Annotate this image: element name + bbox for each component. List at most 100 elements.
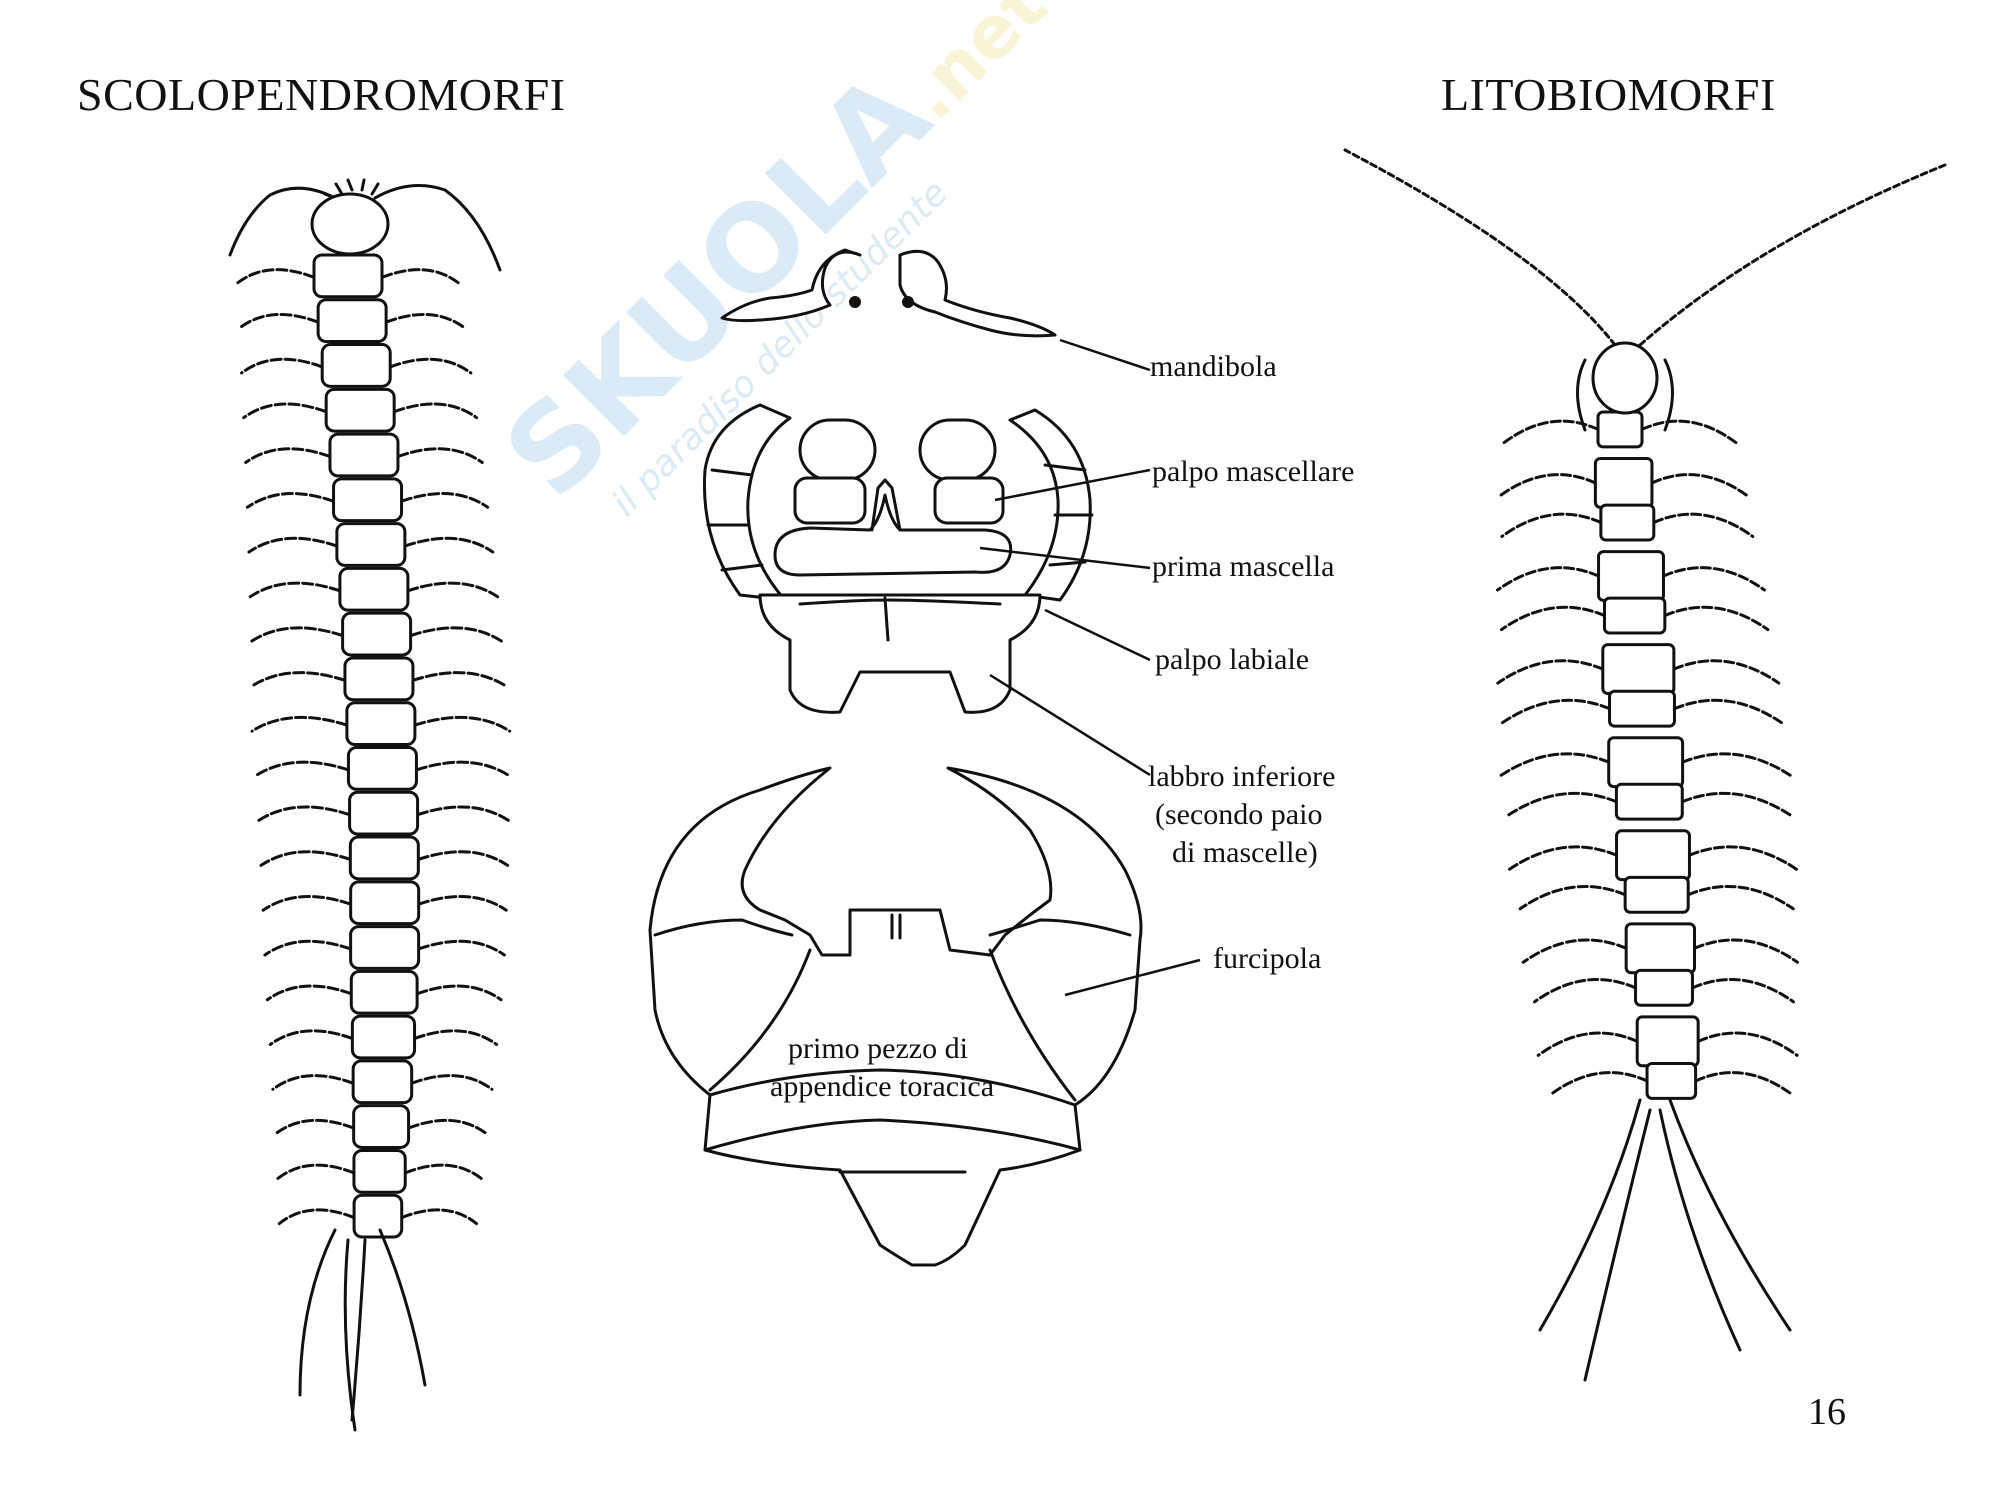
scolo-leg [402,494,488,508]
lito-segment [1595,459,1652,508]
palpo-labiale-right [1010,410,1090,600]
scolo-leg [244,404,326,418]
scolo-leg [415,1031,497,1045]
lito-leg [1642,421,1737,443]
scolo-leg [237,270,314,284]
lito-leg [1682,793,1791,815]
lithobiomorph-illustration [1345,150,1945,1380]
palpo-mascellare-right-lower [935,478,1003,523]
label-labbro-inferiore-3: di mascelle) [1172,834,1318,872]
scolo-leg [277,1165,354,1179]
lito-tail-legs-right [1660,1100,1790,1350]
lito-leg [1501,607,1604,629]
scolo-leg [261,852,350,866]
lito-leg [1503,700,1610,722]
scolo-segment [354,1106,409,1148]
lito-segment [1626,924,1694,973]
scolo-antenna-right [375,186,500,271]
scolo-segment [351,927,419,969]
scolo-leg [258,807,349,821]
lito-segment [1616,784,1682,819]
scolopendromorph-body [314,255,419,1237]
scolo-leg [275,1120,353,1134]
label-primo-pezzo-2: appendice toracica [770,1068,994,1106]
palpo-mascellare-left-lower [795,478,865,523]
lito-leg [1692,980,1793,1002]
scolo-leg [405,538,493,552]
scolo-leg [418,852,507,866]
scolo-leg [249,538,337,552]
lito-leg [1502,514,1601,536]
palpo-labiale-left [704,405,790,600]
scolo-leg [382,270,459,284]
scolo-leg [386,314,465,328]
mandible-right-condyle [902,296,914,308]
mandible-right [900,251,1055,336]
scolo-leg [239,314,318,328]
labbro-inferiore [760,595,1040,712]
scolo-leg [419,896,507,910]
scolo-segment [352,1016,414,1058]
lito-leg [1498,475,1595,497]
scolo-segment [340,568,408,610]
lito-leg [1688,886,1793,908]
lito-leg [1695,940,1798,962]
scolo-segment [322,345,390,387]
scolo-leg [413,673,506,687]
label-labbro-inferiore-2: (secondo paio [1155,796,1322,834]
scolo-leg [250,583,340,597]
scolo-leg [416,762,509,776]
scolo-leg [415,717,510,731]
lito-head [1593,343,1657,413]
lito-segment [1603,645,1674,694]
lito-leg [1507,793,1616,815]
scolo-leg [418,807,509,821]
lito-leg [1698,1033,1797,1055]
lito-segment [1625,877,1688,912]
scolo-segment [347,703,415,745]
lito-leg [1523,940,1626,962]
scolo-leg [246,449,330,463]
scolo-segment [348,748,416,790]
lito-leg [1654,514,1753,536]
label-palpo-labiale: palpo labiale [1155,641,1309,679]
mouthparts-diagram [650,250,1200,1265]
scolo-leg [405,1165,482,1179]
lito-leg [1510,847,1617,869]
scolo-segment [314,255,382,297]
lito-leg [1550,1073,1647,1095]
label-primo-pezzo-1: primo pezzo di [788,1030,968,1068]
scolo-segment [351,971,417,1013]
lito-leg [1498,568,1599,590]
leader-labbro-inferiore [990,675,1150,775]
lito-segment [1647,1063,1696,1098]
lito-antenna-left [1345,150,1615,345]
scolo-tail-leg-4 [380,1230,425,1385]
lito-leg [1498,661,1603,683]
lito-leg [1520,886,1625,908]
lito-leg [1696,1073,1793,1095]
scolo-leg [412,1076,492,1090]
scolo-leg [279,1210,354,1224]
scolo-leg [265,941,351,955]
lito-segment [1610,691,1675,726]
scolo-leg [251,628,343,642]
scolo-tail-leg-3 [300,1230,335,1395]
lito-segment [1609,738,1683,787]
page-number: 16 [1808,1390,1846,1434]
scolo-segment [350,837,418,879]
scolo-head [312,194,388,254]
scolo-leg [252,673,345,687]
lito-tail-legs-left [1540,1100,1650,1380]
lito-leg [1652,475,1749,497]
scolo-tail-leg-2 [352,1240,365,1420]
scolo-leg [255,762,348,776]
scolo-leg [247,494,333,508]
scolo-segment [351,882,419,924]
scolo-segment [337,524,405,566]
lito-segment [1636,970,1693,1005]
label-mandibola: mandibola [1150,348,1277,386]
mandible-left [722,250,860,321]
scolo-leg [394,404,476,418]
